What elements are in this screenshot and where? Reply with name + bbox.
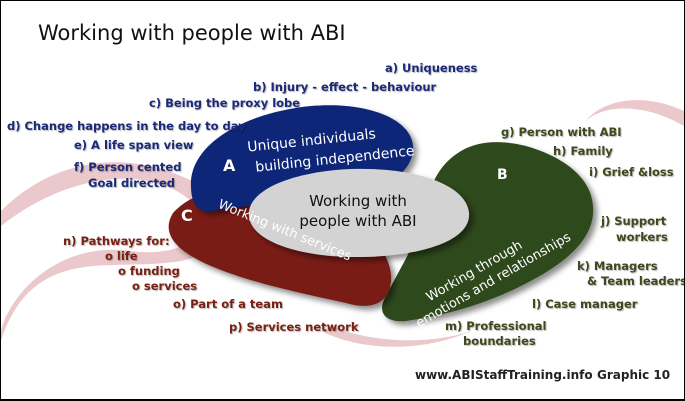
item-m-professional: m) Professional	[445, 319, 547, 333]
center-title-line2: people with ABI	[299, 212, 416, 230]
item-o-team: o) Part of a team	[173, 297, 283, 311]
section-a-letter: A	[223, 156, 236, 175]
background-swoosh-right	[586, 100, 684, 126]
item-d-change: d) Change happens in the day to day	[7, 119, 246, 133]
section-c-letter: C	[181, 206, 193, 225]
item-n-services: o services	[132, 279, 198, 293]
item-f-person-cented: f) Person cented	[74, 160, 182, 174]
item-g-person: g) Person with ABI	[501, 125, 622, 139]
item-e-life-span: e) A life span view	[74, 138, 194, 152]
item-k-managers: k) Managers	[577, 259, 658, 273]
item-n-pathways: n) Pathways for:	[63, 234, 170, 248]
item-i-grief: i) Grief &loss	[589, 165, 674, 179]
item-p-network: p) Services network	[229, 320, 359, 334]
item-l-case-manager: l) Case manager	[532, 297, 638, 311]
item-j-workers: workers	[616, 230, 668, 244]
background-swoosh-bottom	[321, 326, 471, 347]
item-n-funding: o funding	[118, 264, 180, 278]
item-h-family: h) Family	[553, 144, 613, 158]
page-title: Working with people with ABI	[38, 21, 346, 45]
item-n-life: o life	[105, 249, 138, 263]
item-b-injury: b) Injury - effect - behaviour	[253, 80, 437, 94]
item-k-team-leaders: & Team leaders	[587, 274, 684, 288]
footer-graphic-label: Graphic 10	[597, 368, 671, 382]
center-title-line1: Working with	[309, 192, 407, 210]
item-m-boundaries: boundaries	[463, 334, 536, 348]
footer-url: www.ABIStaffTraining.info	[415, 368, 593, 382]
section-c-shape	[168, 189, 392, 306]
center-shape	[248, 168, 470, 258]
item-a-uniqueness: a) Uniqueness	[385, 61, 478, 75]
item-j-support: j) Support	[601, 214, 667, 228]
item-c-proxy-lobe: c) Being the proxy lobe	[149, 96, 301, 110]
background-swoosh	[1, 162, 226, 341]
item-f-goal-directed: Goal directed	[88, 176, 176, 190]
section-b-letter: B	[497, 167, 508, 183]
